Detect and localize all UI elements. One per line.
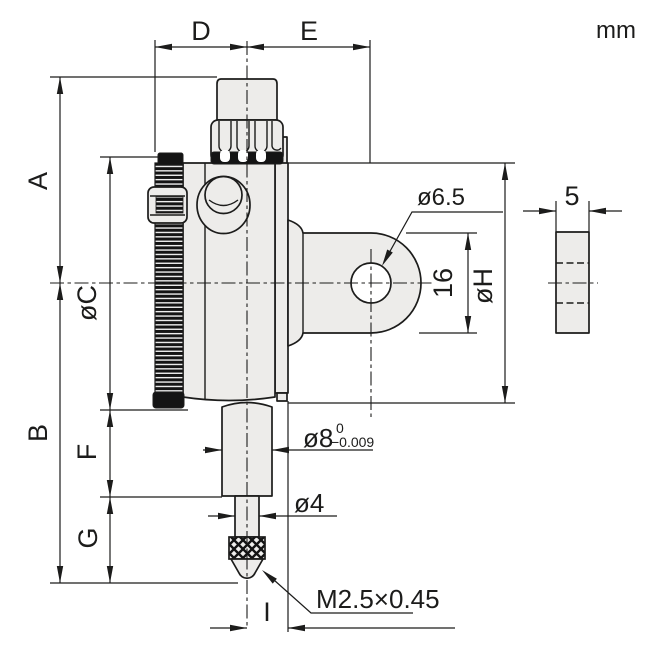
indicator-main-view [147, 78, 422, 580]
dim-label-5: 5 [564, 181, 579, 211]
dim-label-hole-dia: ø6.5 [417, 184, 465, 211]
cap-slot-1 [220, 150, 230, 162]
back-plate-step [276, 392, 288, 402]
stem-tolerance-lower: −0.009 [331, 434, 374, 450]
back-plate [274, 162, 289, 394]
dim-label-D: D [191, 16, 211, 46]
dim-H: øH [288, 162, 515, 404]
dim-lug-height: 16 [406, 232, 477, 334]
stem [221, 401, 273, 497]
dim-label-E: E [300, 16, 318, 46]
dim-spindle-dia: ø4 [208, 488, 337, 520]
dim-lug-hole: ø6.5 [382, 184, 503, 266]
dim-label-stem-dia: ø8 [303, 423, 333, 453]
clamp-knob-top [204, 175, 243, 215]
unit-label: mm [596, 17, 636, 44]
clamp-knob-arc [208, 199, 239, 207]
dim-label-H: øH [468, 268, 498, 304]
dim-label-F: F [72, 444, 102, 461]
dim-label-spindle-dia: ø4 [294, 488, 324, 518]
dim-label-A: A [23, 172, 53, 190]
dim-label-G: G [73, 527, 103, 548]
dim-lug-thickness: 5 [523, 181, 622, 232]
bezel-top-cap [157, 152, 184, 166]
dim-A: A [23, 76, 217, 283]
centerlines [50, 41, 432, 629]
lug-side-view [548, 231, 598, 334]
stem-tolerance-upper: 0 [336, 420, 344, 436]
dim-B: B [23, 283, 238, 584]
dim-I: I [210, 401, 455, 632]
bezel-clamp-window [155, 196, 184, 214]
dim-D: D [154, 16, 247, 152]
dim-C: øC [72, 156, 158, 410]
dim-label-16: 16 [428, 268, 458, 298]
dim-thread: M2.5×0.45 [262, 570, 440, 614]
cap-slot-2 [238, 150, 248, 162]
dim-label-B: B [23, 424, 53, 442]
dim-label-C: øC [72, 285, 102, 321]
dim-E: E [247, 16, 371, 163]
cap-slot-3 [256, 150, 266, 162]
dim-label-I: I [263, 597, 271, 627]
dim-stem-dia: ø8 0 −0.009 [203, 420, 374, 454]
bezel-bottom-cap [152, 391, 185, 409]
dim-label-thread: M2.5×0.45 [316, 584, 440, 614]
dim-G: G [73, 496, 222, 583]
dim-F: F [72, 409, 188, 497]
